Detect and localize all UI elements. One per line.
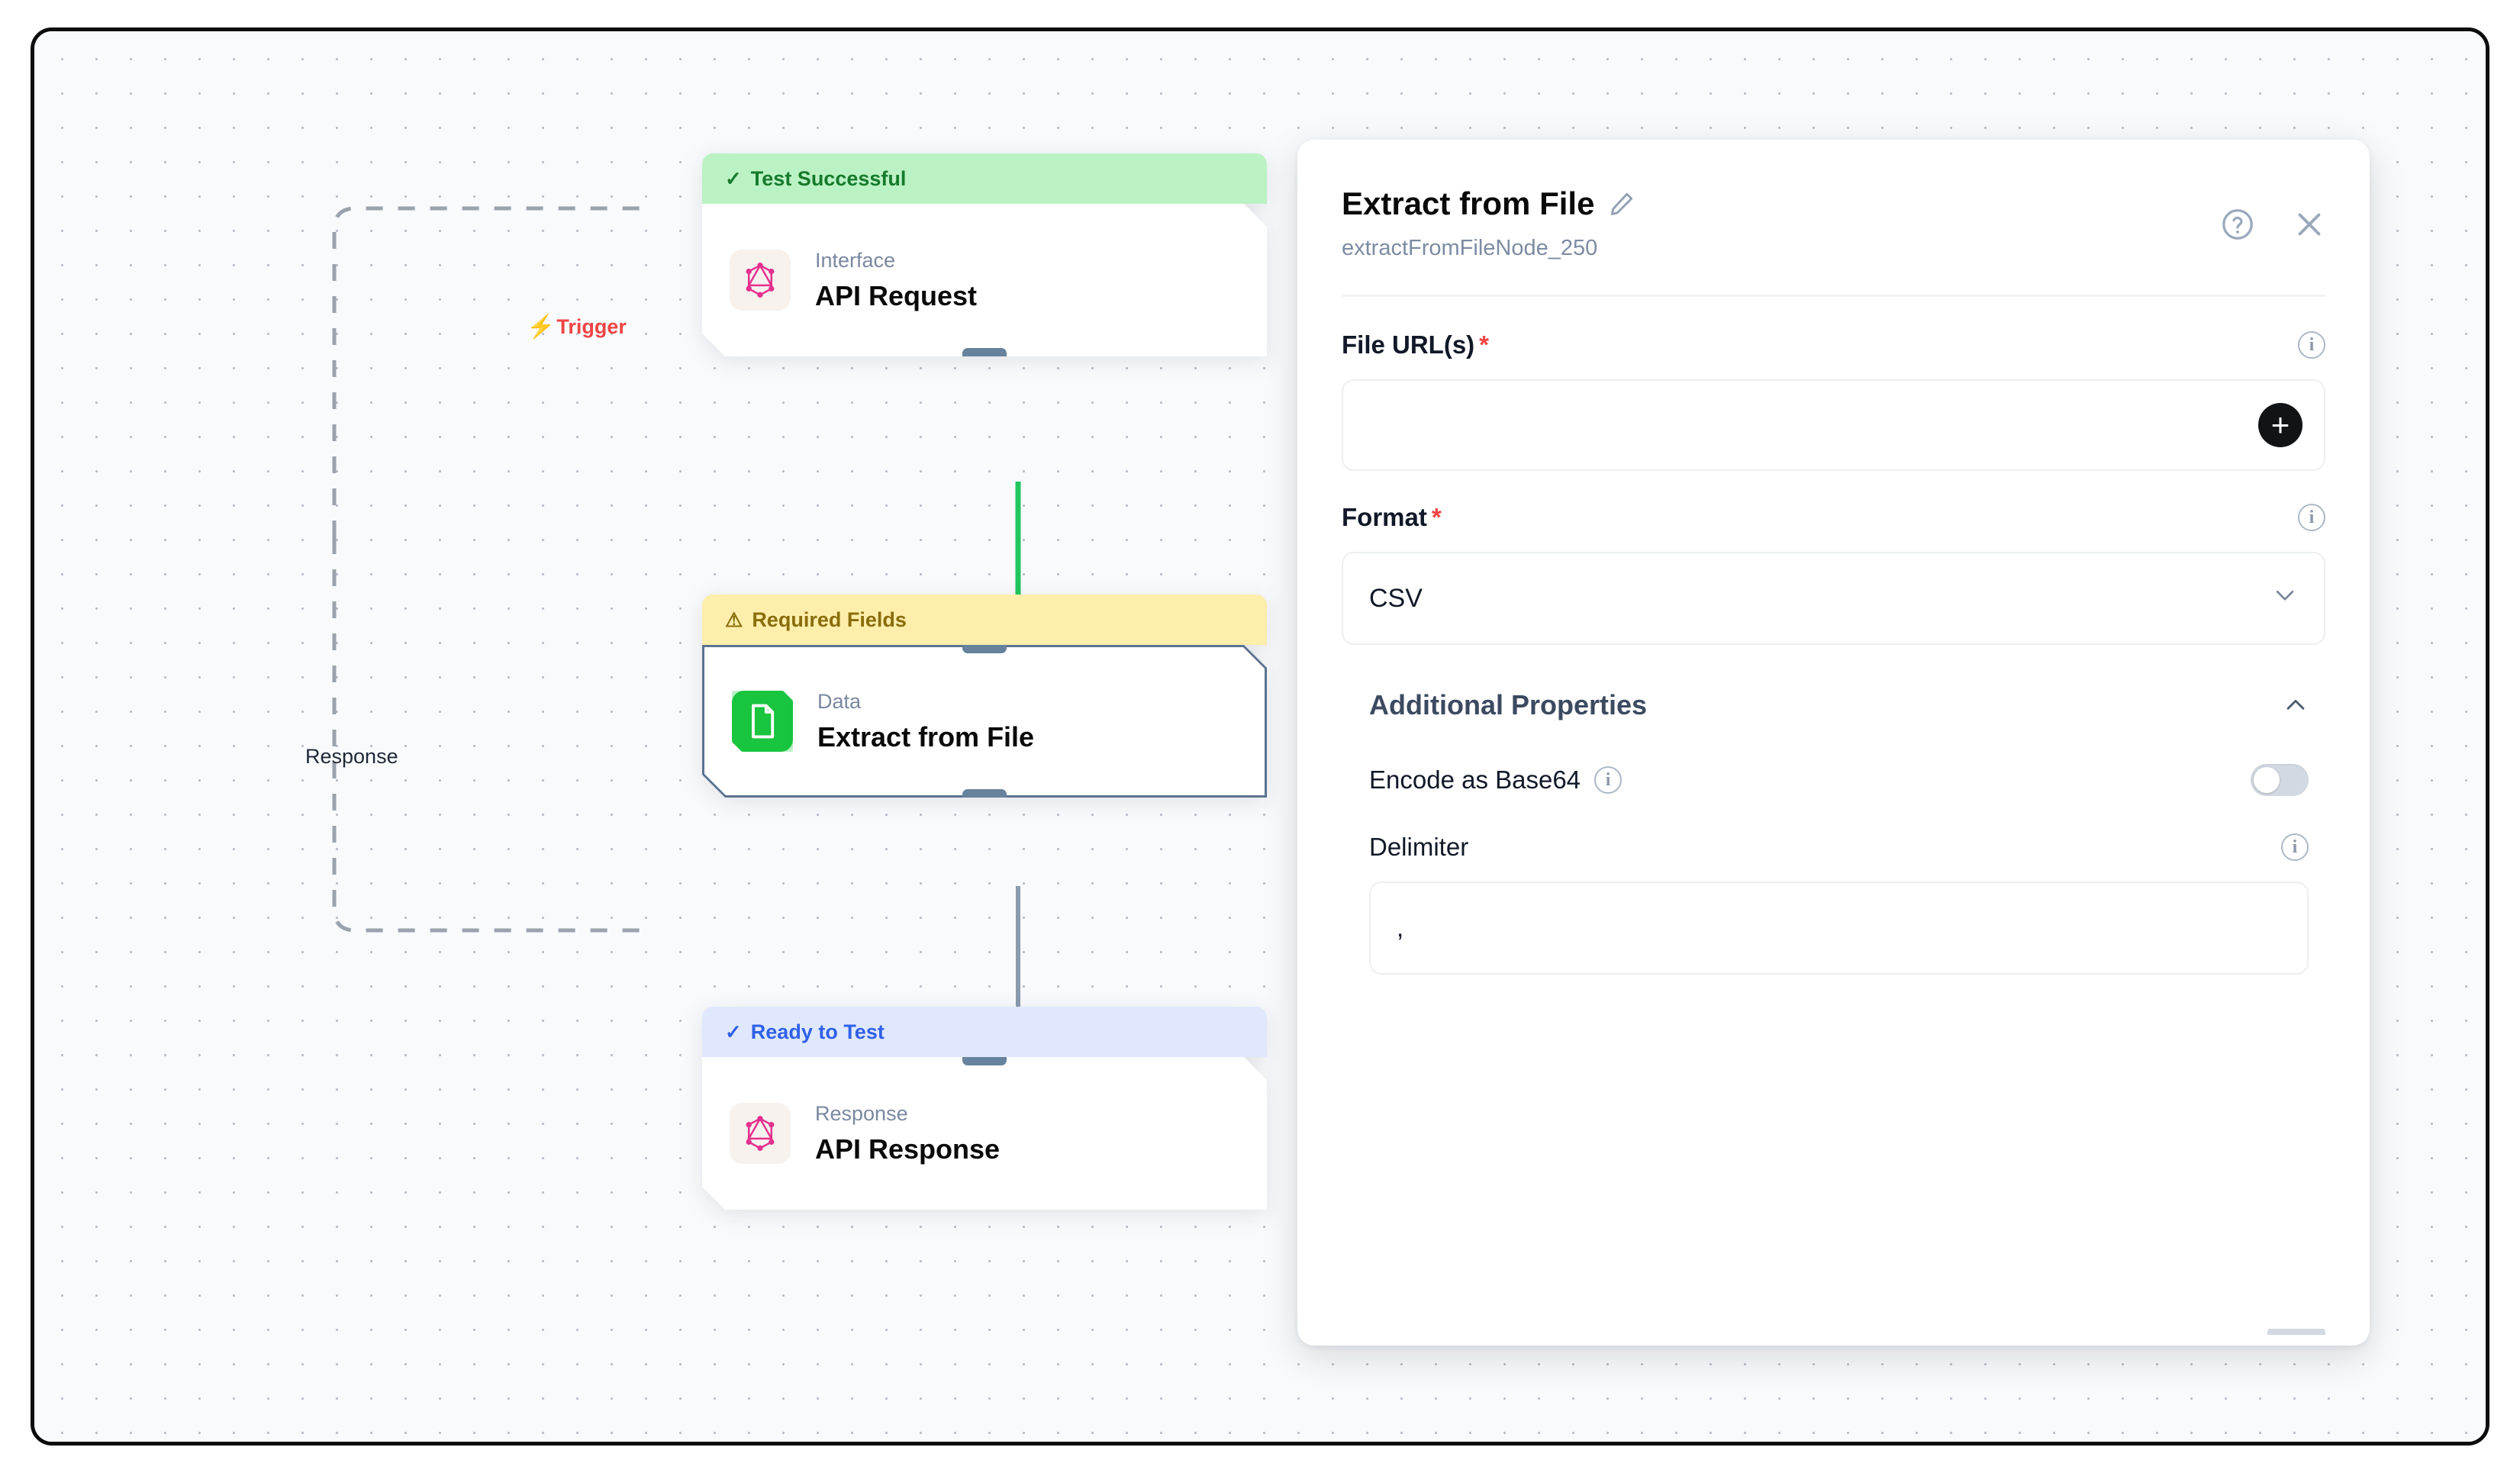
delimiter-input[interactable]: , — [1369, 882, 2309, 975]
additional-properties-title: Additional Properties — [1369, 689, 1648, 720]
node-status-badge-test-successful: ✓ Test Successful — [702, 153, 1267, 204]
delimiter-input-value: , — [1397, 914, 1404, 942]
check-icon: ✓ — [725, 167, 742, 190]
node-status-badge-label: Required Fields — [752, 608, 907, 631]
page-title: Extract from File — [1342, 185, 1595, 221]
node-kicker: Interface — [815, 248, 896, 272]
edge-label-response: Response — [305, 745, 398, 768]
panel-form: File URL(s)* i + Format* i CSV — [1297, 297, 2370, 1335]
format-select-value: CSV — [1369, 583, 1423, 613]
field-label-file-urls: File URL(s)* — [1342, 330, 1490, 359]
node-kicker: Data — [817, 689, 862, 713]
info-icon[interactable]: i — [2281, 833, 2309, 861]
node-title: API Request — [815, 279, 978, 311]
info-icon[interactable]: i — [1594, 766, 1623, 794]
field-format-header: Format* i — [1342, 503, 2325, 532]
chevron-up-icon — [2283, 692, 2309, 718]
node-status-badge-label: Ready to Test — [750, 1020, 885, 1043]
node-body[interactable]: Data Extract from File — [702, 645, 1267, 798]
flow-node-api-request[interactable]: ✓ Test Successful — [702, 153, 1267, 356]
app-window: ⚡ Trigger Response ✓ Test Successful — [31, 27, 2489, 1446]
flow-node-extract-from-file[interactable]: ⚠ Required Fields Data Extract from File — [702, 595, 1267, 798]
additional-properties-toggle[interactable]: Additional Properties — [1342, 689, 2325, 721]
edge-label-trigger-text: Trigger — [556, 315, 627, 338]
file-document-icon — [732, 691, 793, 752]
check-icon: ✓ — [725, 1020, 742, 1043]
edge-label-trigger: ⚡ Trigger — [527, 315, 627, 339]
encode-as-base64-toggle[interactable] — [2251, 764, 2309, 796]
node-status-badge-ready-to-test: ✓ Ready to Test — [702, 1007, 1267, 1057]
add-file-url-button[interactable]: + — [2258, 403, 2302, 447]
lightning-bolt-icon: ⚡ — [527, 314, 556, 340]
panel-node-id: extractFromFileNode_250 — [1342, 236, 1598, 260]
warning-triangle-icon: ⚠ — [725, 608, 743, 631]
format-select[interactable]: CSV — [1342, 552, 2325, 645]
required-marker: * — [1479, 330, 1490, 359]
toggle-knob — [2254, 767, 2280, 793]
sub-field-label: Encode as Base64 — [1369, 766, 1581, 794]
clipped-field-label — [1369, 1329, 1376, 1335]
node-status-badge-label: Test Successful — [750, 166, 907, 190]
flow-node-api-response[interactable]: ✓ Ready to Test — [702, 1007, 1267, 1210]
file-urls-input-wrapper[interactable]: + — [1342, 379, 2325, 471]
node-body[interactable]: Interface API Request — [702, 204, 1267, 356]
node-kicker: Response — [815, 1101, 908, 1125]
required-marker: * — [1431, 503, 1442, 531]
node-status-badge-required-fields: ⚠ Required Fields — [702, 595, 1267, 645]
clipped-field-toggle[interactable] — [2267, 1329, 2325, 1335]
field-encode-as-base64: Encode as Base64 i — [1342, 764, 2325, 796]
graphql-icon — [730, 250, 791, 311]
field-delimiter: Delimiter i , — [1342, 833, 2325, 975]
node-config-panel: Extract from File extractFromFileNode_25… — [1297, 140, 2370, 1346]
node-body-fill — [704, 647, 1265, 795]
help-circle-icon[interactable] — [2220, 207, 2255, 242]
info-icon[interactable]: i — [2298, 331, 2325, 359]
chevron-down-icon — [2272, 582, 2298, 615]
close-icon[interactable] — [2292, 207, 2327, 242]
field-label-format: Format* — [1342, 503, 1442, 531]
node-title: API Response — [815, 1133, 1001, 1165]
pencil-icon[interactable] — [1608, 190, 1635, 218]
node-body[interactable]: Response API Response — [702, 1057, 1267, 1210]
node-title: Extract from File — [817, 720, 1035, 753]
graphql-icon — [730, 1103, 791, 1164]
clipped-next-field-row — [1369, 1329, 2325, 1335]
info-icon[interactable]: i — [2298, 504, 2325, 531]
panel-divider — [1342, 295, 2325, 297]
panel-header: Extract from File extractFromFileNode_25… — [1297, 140, 2370, 261]
field-file-urls-header: File URL(s)* i — [1342, 330, 2325, 359]
sub-field-label: Delimiter — [1369, 833, 1469, 861]
